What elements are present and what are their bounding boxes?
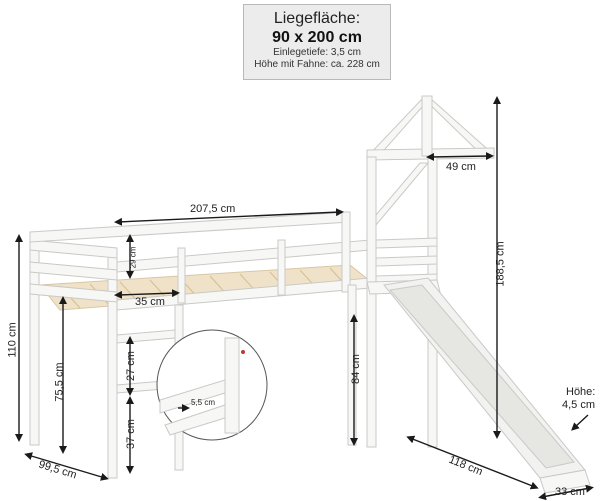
dim-rung-spacing: 27 cm <box>124 351 137 381</box>
dim-bottom-gap: 37 cm <box>124 419 137 449</box>
dim-rail-height: 29 cm <box>128 246 138 269</box>
dimension-arrows <box>15 96 594 501</box>
dim-slide-height: 4,5 cm <box>562 399 596 411</box>
spec-depth: Einlegetiefe: 3,5 cm <box>273 47 361 58</box>
dim-slide-height-label: Höhe: <box>566 386 596 398</box>
detail-inset <box>156 329 268 441</box>
spec-height-flag: Höhe mit Fahne: ca. 228 cm <box>254 59 380 70</box>
dim-tower-height: 188,5 cm <box>494 241 507 287</box>
dim-roof-width: 49 cm <box>446 161 476 173</box>
slide <box>383 277 591 494</box>
dim-post-height: 75,5 cm <box>53 362 66 402</box>
dim-ladder-gap: 35 cm <box>135 296 165 308</box>
spec-size: 90 x 200 cm <box>272 29 362 46</box>
spec-title: Liegefläche: <box>273 10 361 27</box>
dim-total-height: 110 cm <box>6 322 19 358</box>
spec-box: Liegefläche: 90 x 200 cm Einlegetiefe: 3… <box>243 4 391 80</box>
dim-slide-width: 33 cm <box>555 486 585 498</box>
dim-rung-thickness: 5,5 cm <box>191 398 216 407</box>
dim-clearance: 84 cm <box>349 354 362 384</box>
dim-length: 207,5 cm <box>190 203 236 215</box>
